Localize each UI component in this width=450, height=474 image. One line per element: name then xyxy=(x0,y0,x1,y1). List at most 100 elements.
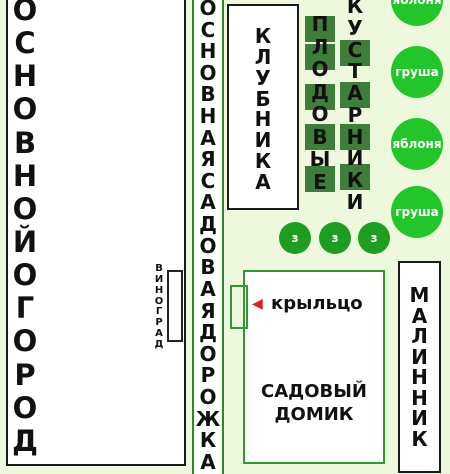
label-letter: Р xyxy=(200,363,216,388)
label-letter: О xyxy=(12,191,38,226)
label-letter: Т xyxy=(348,59,362,84)
label-letter: С xyxy=(14,26,36,61)
label-letter: Л xyxy=(411,324,428,349)
label-letter: Ж xyxy=(195,406,221,431)
label-letter: Н xyxy=(12,158,38,193)
grape-bed xyxy=(167,270,183,342)
label-letter: У xyxy=(255,65,271,90)
label-letter: О xyxy=(12,324,38,359)
label-letter: А xyxy=(200,449,216,474)
label-letter: И xyxy=(346,189,364,214)
shrub-block xyxy=(340,124,370,150)
label-letter: О xyxy=(199,384,217,409)
label-letter: Г xyxy=(155,306,163,318)
label-letter: С xyxy=(347,37,363,62)
label-letter: О xyxy=(199,341,217,366)
label-letter: Г xyxy=(15,291,35,326)
label-letter: Л xyxy=(311,34,329,59)
label-letter: Е xyxy=(313,169,327,194)
label-letter: Л xyxy=(254,44,272,69)
label-letter: Д xyxy=(199,212,217,237)
label-letter: И xyxy=(154,273,164,285)
label-letter: О xyxy=(199,60,217,85)
label-letter: Н xyxy=(254,107,272,132)
label-letter: Н xyxy=(154,284,164,296)
fruit-block xyxy=(305,44,335,70)
label-letter: Н xyxy=(12,59,38,94)
label-letter: А xyxy=(411,303,428,328)
label-letter: Н xyxy=(411,385,428,410)
label-letter: Р xyxy=(347,102,363,127)
label-letter: К xyxy=(254,149,272,174)
label-letter: И xyxy=(411,344,428,369)
small-shrub: з xyxy=(358,222,390,254)
label-letter: О xyxy=(12,258,38,293)
label-letter: О xyxy=(12,0,38,27)
label-letter: О xyxy=(311,57,329,82)
small-shrub: з xyxy=(319,222,351,254)
label-letter: В xyxy=(200,82,216,107)
label-letter: Б xyxy=(255,86,271,111)
label-letter: Ы xyxy=(309,147,331,172)
label-letter: В xyxy=(312,124,328,149)
fruit-block xyxy=(305,16,335,42)
label-letter: В xyxy=(13,125,37,160)
label-letter: А xyxy=(200,190,216,215)
label-letter: Д xyxy=(154,338,164,350)
pear-tree: груша xyxy=(391,186,443,238)
label-letter: А xyxy=(200,276,216,301)
label-letter: Н xyxy=(411,365,428,390)
label-letter: К xyxy=(199,428,217,453)
label-letter: К xyxy=(254,24,272,48)
label-letter: И xyxy=(346,146,364,171)
label-letter: А xyxy=(255,169,271,194)
label-letter: Я xyxy=(200,298,216,323)
label-letter: Д xyxy=(199,320,217,345)
pear-tree: груша xyxy=(391,46,443,98)
label-letter: Н xyxy=(199,39,217,64)
label-letter: Н xyxy=(199,104,217,129)
porch-label: крыльцо xyxy=(271,293,363,314)
label-letter: О xyxy=(199,233,217,258)
garden-house xyxy=(243,270,385,464)
label-letter: Р xyxy=(14,357,36,392)
label-letter: Д xyxy=(12,423,38,458)
arrow-left-icon: ◀ xyxy=(252,296,263,312)
label-letter: В xyxy=(155,263,163,274)
label-letter: П xyxy=(311,12,329,36)
small-shrub: з xyxy=(279,222,311,254)
label-letter: И xyxy=(254,128,272,153)
shrub-block xyxy=(340,40,370,66)
fruit-block xyxy=(305,124,335,150)
house-label: САДОВЫЙ ДОМИК xyxy=(261,381,367,426)
label-letter: Д xyxy=(311,79,329,104)
label-letter: А xyxy=(155,328,163,340)
shrub-block xyxy=(340,164,370,190)
apple-tree: яблоня xyxy=(391,118,443,170)
porch-door xyxy=(230,285,248,329)
label-letter: О xyxy=(311,102,329,127)
label-letter: В xyxy=(200,255,216,280)
label-letter: О xyxy=(154,295,164,307)
label-letter: О xyxy=(12,92,38,127)
label-letter: О xyxy=(199,0,217,20)
apple-tree: яблоня xyxy=(391,0,443,26)
label-letter: А xyxy=(200,125,216,150)
label-letter: Н xyxy=(346,124,364,149)
label-letter: К xyxy=(411,426,428,451)
label-letter: М xyxy=(409,283,430,307)
label-letter: К xyxy=(346,0,364,18)
fruit-block xyxy=(305,84,335,110)
label-letter: А xyxy=(347,81,363,106)
label-letter: О xyxy=(12,390,38,425)
